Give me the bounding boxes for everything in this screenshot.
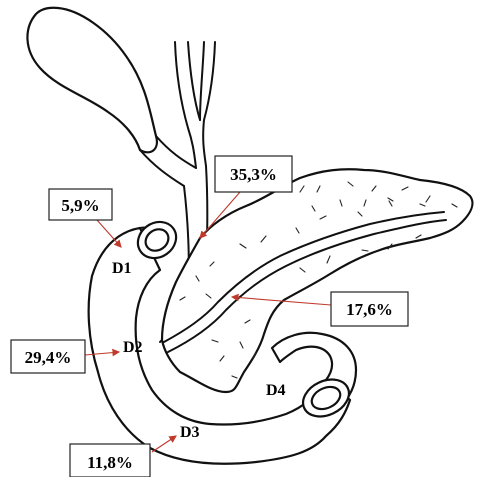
right-hepatic-duct xyxy=(203,42,215,166)
pancreas xyxy=(162,169,472,392)
segment-label-d2: D2 xyxy=(123,339,143,356)
pointer-d1 xyxy=(97,220,121,247)
left-hepatic-duct xyxy=(175,42,196,168)
label-d3-text: 11,8% xyxy=(87,453,133,472)
segment-label-d3: D3 xyxy=(180,424,200,441)
label-pancreatic-duct-percentage: 17,6% xyxy=(331,292,408,326)
label-d1-text: 5,9% xyxy=(61,196,99,215)
segment-label-d1: D1 xyxy=(112,260,132,277)
label-d2-percentage: 29,4% xyxy=(11,340,85,373)
gallbladder xyxy=(27,8,156,153)
label-d2-text: 29,4% xyxy=(25,348,72,367)
label-pancreatic-duct-text: 17,6% xyxy=(346,300,393,319)
label-bile-duct-text: 35,3% xyxy=(230,165,277,184)
label-bile-duct-percentage: 35,3% xyxy=(215,156,292,192)
label-d1-percentage: 5,9% xyxy=(49,189,112,220)
segment-label-d4: D4 xyxy=(266,382,286,399)
label-d3-percentage: 11,8% xyxy=(70,444,150,477)
